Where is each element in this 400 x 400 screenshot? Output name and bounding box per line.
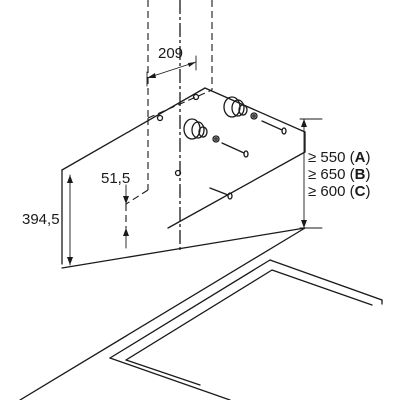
wall-plug-lower — [183, 118, 220, 143]
width-label: 209 — [158, 45, 183, 62]
clearance-b-label: ≥ 650 (B) — [308, 166, 370, 183]
screws — [209, 120, 287, 200]
height-dimension — [67, 174, 73, 266]
offset-dimension — [123, 184, 129, 249]
offset-label: 51,5 — [101, 170, 130, 187]
wall-plug-upper — [223, 96, 258, 120]
hob-outline — [19, 227, 383, 400]
screw-hole-top — [192, 93, 200, 101]
clearance-dimension — [299, 118, 323, 229]
wall-outline — [61, 87, 306, 269]
chimney-outline — [125, 0, 213, 228]
screw-hole-left — [156, 114, 164, 122]
height-label: 394,5 — [22, 211, 60, 228]
width-dimension — [146, 55, 197, 87]
screw-hole-bottom — [174, 169, 182, 177]
screw-holes — [156, 93, 200, 177]
clearance-a-label: ≥ 550 (A) — [308, 149, 370, 166]
clearance-c-label: ≥ 600 (C) — [308, 183, 370, 200]
